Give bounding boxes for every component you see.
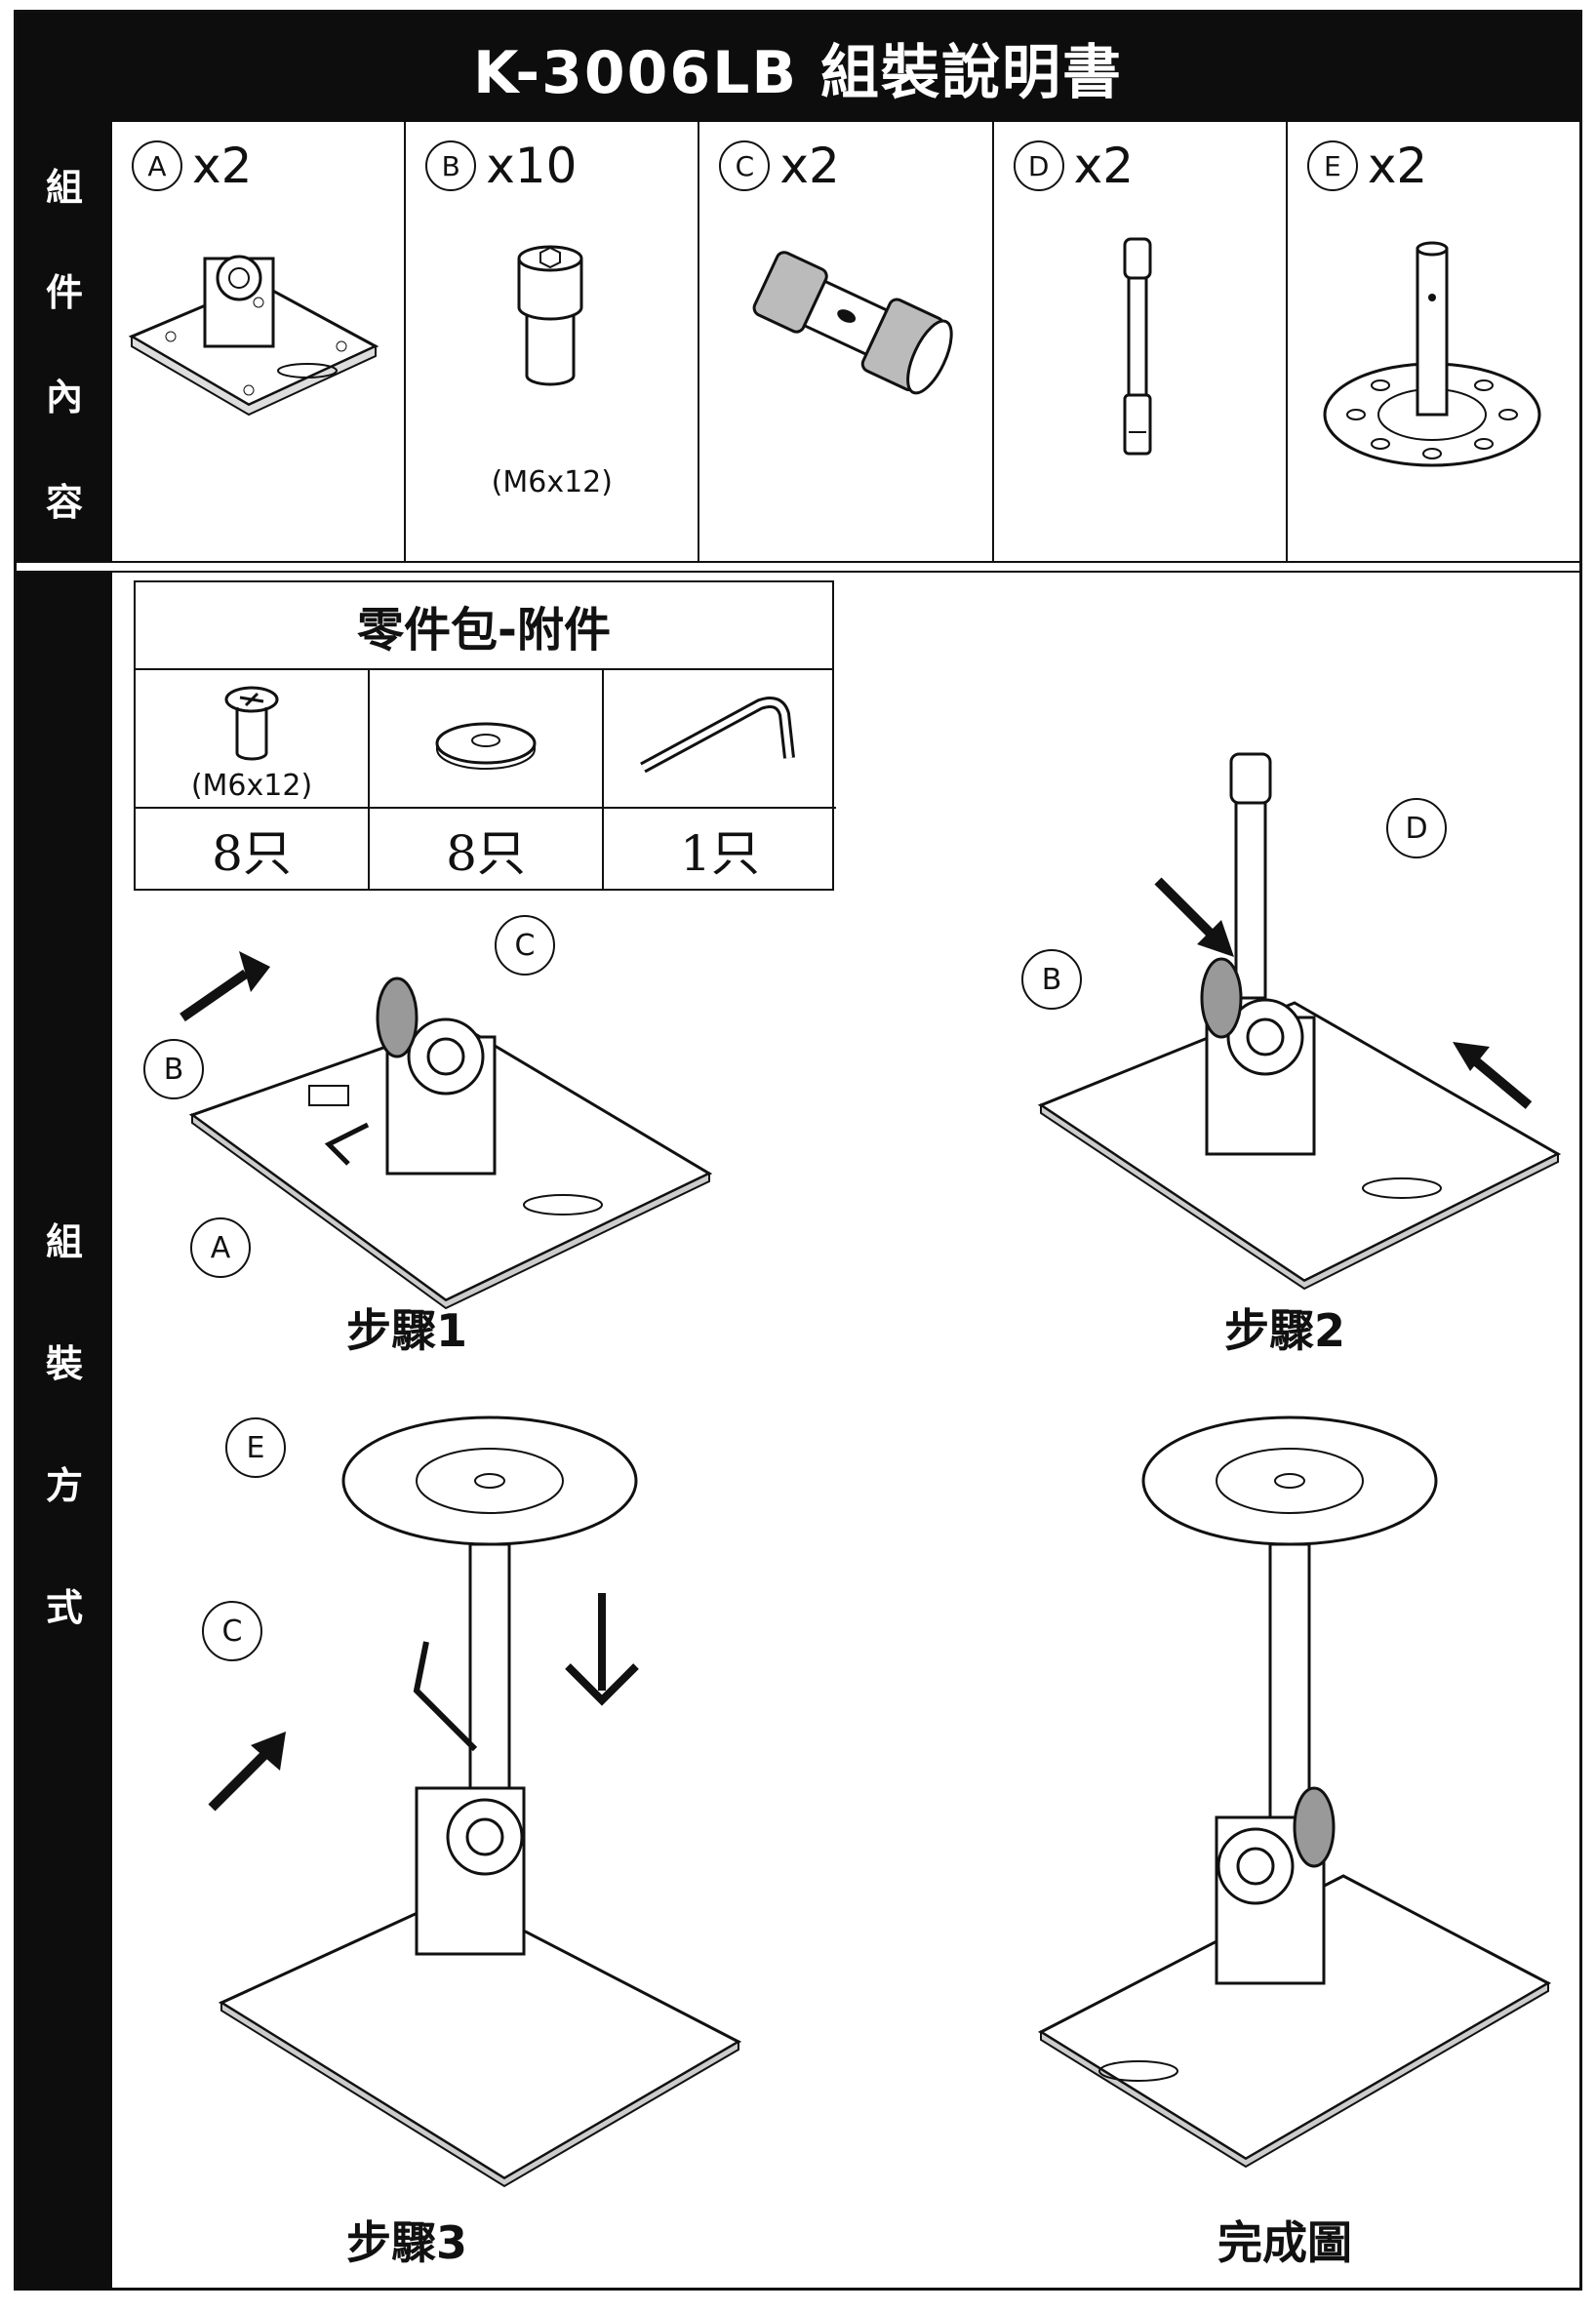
section-char: 組 xyxy=(45,166,83,210)
accessory-item: 1只 xyxy=(602,670,836,891)
section-divider xyxy=(17,561,1579,573)
part-qty: x10 xyxy=(486,138,578,194)
section-char: 方 xyxy=(45,1464,83,1507)
section-char: 件 xyxy=(45,270,83,314)
accessory-item: (M6x12) 8只 xyxy=(136,670,368,891)
step2-drawing xyxy=(1037,752,1562,1291)
section-char: 內 xyxy=(45,376,83,419)
section-char: 裝 xyxy=(45,1342,83,1385)
hex-key-icon xyxy=(640,697,795,774)
parts-section-label: 組 件 內 容 xyxy=(17,122,112,561)
part-letter: E xyxy=(1306,140,1358,191)
part-qty: x2 xyxy=(192,138,253,194)
callout-b: B xyxy=(1021,949,1082,1010)
callout-b: B xyxy=(143,1039,204,1099)
accessory-item: 8只 xyxy=(368,670,602,891)
step1-drawing xyxy=(180,951,713,1310)
extension-rod-icon xyxy=(1123,237,1152,456)
callout-c: C xyxy=(202,1601,262,1661)
part-letter: A xyxy=(132,140,182,191)
accessory-pack-table: 零件包-附件 (M6x12) 8只 xyxy=(134,580,836,891)
step3-drawing xyxy=(208,1415,742,2188)
callout-e: E xyxy=(225,1417,286,1478)
phillips-screw-icon xyxy=(224,686,279,761)
part-spec: (M6x12) xyxy=(491,465,613,499)
assembly-section-label: 組 裝 方 式 xyxy=(17,573,112,2290)
washer-icon xyxy=(435,722,537,770)
section-char: 組 xyxy=(45,1220,83,1263)
part-qty: x2 xyxy=(1073,138,1135,194)
mounting-base-plate-icon xyxy=(128,255,379,417)
part-letter: D xyxy=(1013,140,1064,191)
document-title: K-3006LB 組裝說明書 xyxy=(17,13,1579,122)
knurled-coupler-icon xyxy=(752,251,954,395)
part-letter: B xyxy=(425,140,477,191)
callout-c: C xyxy=(495,915,555,976)
complete-drawing xyxy=(1037,1415,1552,2169)
complete-caption: 完成圖 xyxy=(1217,2216,1352,2269)
section-char: 容 xyxy=(45,480,83,524)
accessory-count: 8只 xyxy=(212,825,292,882)
section-char: 式 xyxy=(45,1586,83,1629)
part-letter: C xyxy=(719,140,771,191)
accessory-spec: (M6x12) xyxy=(190,769,313,803)
callout-a: A xyxy=(190,1217,251,1278)
step1-caption: 步驟1 xyxy=(345,1304,467,1357)
flange-mount-icon xyxy=(1323,241,1541,467)
callout-d: D xyxy=(1386,798,1447,858)
part-qty: x2 xyxy=(1367,138,1428,194)
accessory-pack-title: 零件包-附件 xyxy=(136,582,832,670)
step2-caption: 步驟2 xyxy=(1223,1304,1345,1357)
part-qty: x2 xyxy=(779,138,840,194)
accessory-count: 8只 xyxy=(446,825,526,882)
accessory-count: 1只 xyxy=(680,825,760,882)
hex-socket-screw-icon xyxy=(517,245,583,386)
step3-caption: 步驟3 xyxy=(345,2216,467,2269)
